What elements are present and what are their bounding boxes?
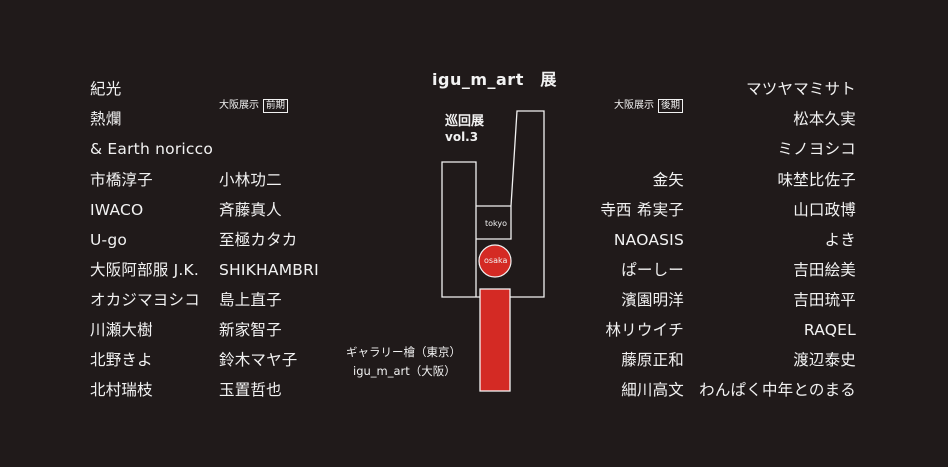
artist-name: 山口政博 <box>793 201 856 219</box>
artist-name: 斉藤真人 <box>219 201 282 219</box>
artist-name: 寺西 希実子 <box>600 201 684 219</box>
artist-name: 吉田絵美 <box>793 261 856 279</box>
artist-name: わんぱく中年とのまる <box>699 381 856 399</box>
artist-name: NAOASIS <box>613 231 684 249</box>
artist-name: ミノヨシコ <box>777 140 856 158</box>
artist-name: よき <box>824 231 856 249</box>
osaka-bar <box>479 288 511 392</box>
artist-name: 川瀬大樹 <box>90 321 153 339</box>
artist-name: 味埜比佐子 <box>777 171 856 189</box>
artist-name: 新家智子 <box>219 321 282 339</box>
vol-label: vol.3 <box>445 130 479 144</box>
tour-label-text: 巡回展 <box>445 114 485 129</box>
artist-name: 至極カタカ <box>219 231 298 249</box>
osaka-first-period: 大阪展示前期 <box>219 96 289 113</box>
exhibition-title: igu_m_art 展 <box>432 70 557 89</box>
osaka-first-label: 大阪展示 <box>219 100 259 111</box>
artist-name: 島上直子 <box>219 291 282 309</box>
second-period-tag: 後期 <box>658 99 684 113</box>
artist-name: RAQEL <box>803 321 856 339</box>
artist-name: 渡辺泰史 <box>793 351 856 369</box>
artist-name: & Earth noricco <box>90 140 214 158</box>
tokyo-label: tokyo <box>485 219 508 228</box>
osaka-venue: igu_m_art（大阪） <box>353 364 456 378</box>
artist-name: 熱爛 <box>90 110 122 128</box>
artist-name: 松本久実 <box>793 110 856 128</box>
osaka-label: osaka <box>484 256 508 265</box>
osaka-second-label: 大阪展示 <box>614 100 654 111</box>
tour-label: 巡回展 vol.3 <box>445 110 484 144</box>
tokyo-venue: ギャラリー檜（東京） <box>346 345 461 359</box>
artist-name: 金矢 <box>652 171 684 189</box>
artist-name: マツヤマミサト <box>746 80 856 98</box>
artist-name: 細川高文 <box>621 381 684 399</box>
artist-name: 玉置哲也 <box>219 381 282 399</box>
artist-name: 小林功二 <box>219 171 282 189</box>
artist-name: 紀光 <box>90 80 122 98</box>
artist-name: 藤原正和 <box>621 351 684 369</box>
osaka-second-period: 大阪展示後期 <box>614 96 684 113</box>
artist-name: 大阪阿部服 J.K. <box>90 261 200 279</box>
artist-name: U-go <box>90 231 128 249</box>
artist-name: オカジマヨシコ <box>90 291 200 309</box>
artist-name: SHIKHAMBRI <box>219 261 319 279</box>
artist-name: 鈴木マヤ子 <box>219 351 298 369</box>
artist-name: ぱーしー <box>621 261 684 279</box>
artist-name: 北村瑞枝 <box>90 381 153 399</box>
artist-name: 林リウイチ <box>605 321 684 339</box>
artist-name: 吉田琉平 <box>793 291 856 309</box>
artist-name: 市橋淳子 <box>90 171 153 189</box>
artist-name: IWACO <box>90 201 144 219</box>
artist-name: 北野きよ <box>90 351 153 369</box>
first-period-tag: 前期 <box>263 99 289 113</box>
artist-name: 濱園明洋 <box>621 291 684 309</box>
